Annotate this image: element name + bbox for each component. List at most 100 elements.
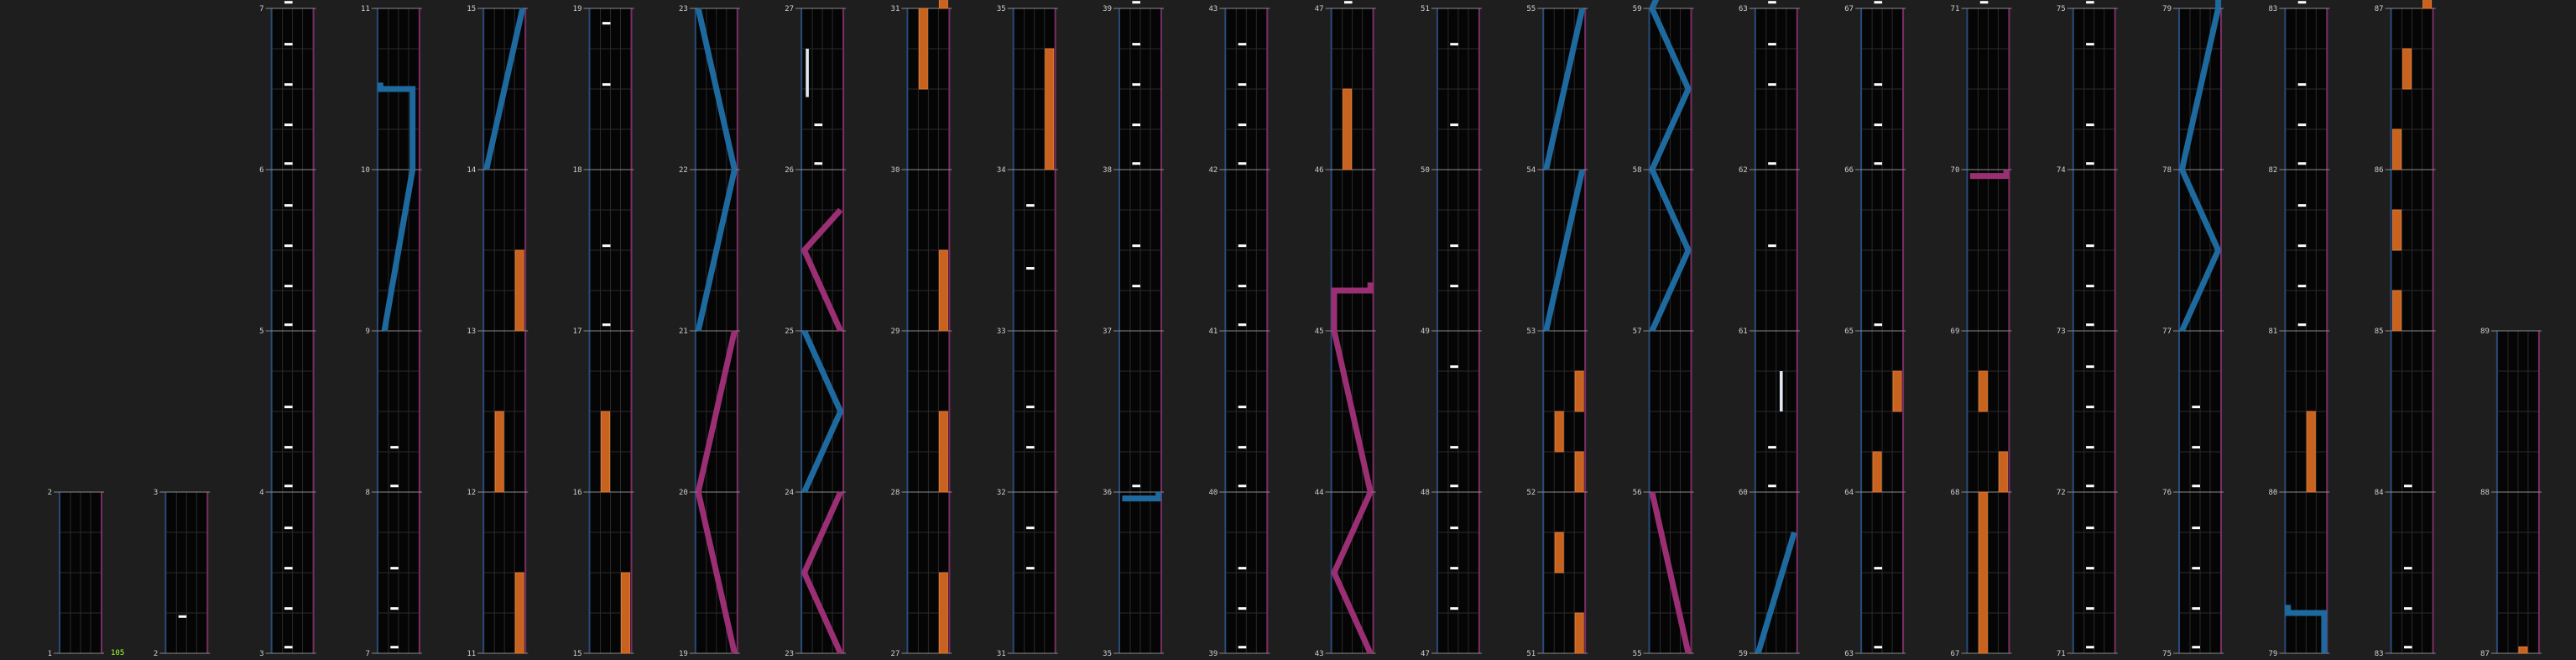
- tap-note: [178, 615, 187, 618]
- measure-number: 28: [891, 489, 900, 497]
- hold-note: [2518, 646, 2528, 654]
- tap-note: [1768, 83, 1776, 86]
- tap-note: [2297, 323, 2307, 327]
- measure-number: 20: [679, 489, 688, 497]
- measure-number: 47: [1315, 5, 1324, 13]
- tap-note: [2297, 1, 2307, 4]
- tap-note: [1132, 1, 1140, 4]
- measure-number: 11: [361, 5, 370, 13]
- measure-number: 36: [1103, 489, 1112, 497]
- tap-note: [1238, 83, 1247, 86]
- measure-number: 63: [1739, 5, 1748, 13]
- tap-note: [2192, 567, 2200, 570]
- measure-number: 9: [365, 327, 369, 336]
- measure-number: 44: [1315, 489, 1324, 497]
- slide-path: [2285, 605, 2328, 653]
- measure-number: 32: [997, 489, 1006, 497]
- tap-note: [1874, 567, 1883, 570]
- tap-note: [602, 22, 611, 25]
- tap-note: [1238, 607, 1247, 610]
- measure-number: 10: [361, 166, 370, 175]
- tap-note: [814, 162, 823, 165]
- measure-number: 86: [2375, 166, 2384, 175]
- tap-note: [2086, 162, 2094, 165]
- measure-number: 77: [2162, 327, 2172, 336]
- measure-number: 85: [2375, 327, 2384, 336]
- measure-number: 16: [573, 489, 582, 497]
- tap-note: [1238, 446, 1247, 449]
- measure-number: 84: [2375, 489, 2384, 497]
- measure-number: 30: [891, 166, 900, 175]
- measure-number: 19: [679, 650, 688, 658]
- tap-note: [284, 204, 293, 207]
- tap-note: [284, 485, 293, 488]
- tap-note: [2192, 526, 2200, 530]
- tap-note: [1768, 1, 1776, 4]
- tap-note: [1979, 1, 1989, 4]
- slide-path: [2178, 8, 2222, 170]
- measure-number: 23: [785, 650, 794, 658]
- tap-note: [284, 123, 293, 127]
- tap-note: [1450, 526, 1458, 530]
- hold-note: [938, 411, 948, 493]
- tap-note: [390, 485, 399, 488]
- measure-number: 7: [259, 5, 263, 13]
- hold-note: [938, 0, 948, 9]
- tap-note: [602, 323, 611, 327]
- tap-note: [2086, 646, 2094, 649]
- tap-note: [1132, 43, 1140, 46]
- tap-note: [1132, 162, 1140, 165]
- tap-note: [1450, 446, 1458, 449]
- measure-number: 76: [2162, 489, 2172, 497]
- slide-path: [801, 329, 844, 494]
- hold-note: [2392, 209, 2402, 251]
- measure-number: 53: [1526, 327, 1536, 336]
- tap-note: [602, 244, 611, 248]
- measure-number: 27: [785, 5, 794, 13]
- slide-path: [1122, 492, 1162, 502]
- measure-number: 2: [48, 489, 52, 497]
- measure-number: 46: [1315, 166, 1324, 175]
- tap-note: [1238, 646, 1247, 649]
- tap-note: [390, 607, 399, 610]
- slide-path: [1755, 531, 1797, 655]
- measure-number: 69: [1951, 327, 1960, 336]
- tap-note: [390, 567, 399, 570]
- tap-note: [284, 1, 293, 4]
- tap-note: [1238, 323, 1247, 327]
- measure-number: 67: [1951, 650, 1960, 658]
- tap-note: [2192, 406, 2200, 409]
- measure-number: 47: [1421, 650, 1430, 658]
- hold-note: [514, 572, 524, 654]
- measure-number: 75: [2057, 5, 2066, 13]
- hold-note: [621, 572, 630, 654]
- measure-number: 64: [1844, 489, 1854, 497]
- tap-note: [284, 406, 293, 409]
- measure-number: 39: [1208, 650, 1218, 658]
- measure-number: 65: [1844, 327, 1854, 336]
- measure-number: 89: [2480, 327, 2490, 336]
- slide-path: [1649, 7, 1692, 171]
- measure-number: 54: [1526, 166, 1536, 175]
- measure-number: 66: [1844, 166, 1854, 175]
- measure-number: 27: [891, 650, 900, 658]
- slide-path: [695, 330, 738, 493]
- tap-note: [284, 607, 293, 610]
- measure-number: 81: [2268, 327, 2277, 336]
- measure-number: 11: [467, 650, 476, 658]
- measure-number: 37: [1103, 327, 1112, 336]
- tap-note: [2086, 567, 2094, 570]
- measure-number: 12: [467, 489, 476, 497]
- measure-number: 14: [467, 166, 476, 175]
- measure-number: 23: [679, 5, 688, 13]
- tap-note: [1450, 43, 1458, 46]
- tap-note: [2086, 323, 2094, 327]
- tap-note: [2297, 285, 2307, 288]
- tap-note: [1450, 123, 1458, 127]
- tap-note: [284, 244, 293, 248]
- tap-note: [390, 646, 399, 649]
- measure-number: 26: [785, 166, 794, 175]
- slide-path: [695, 8, 738, 170]
- measure-number: 51: [1526, 650, 1536, 658]
- tap-note: [2404, 646, 2412, 649]
